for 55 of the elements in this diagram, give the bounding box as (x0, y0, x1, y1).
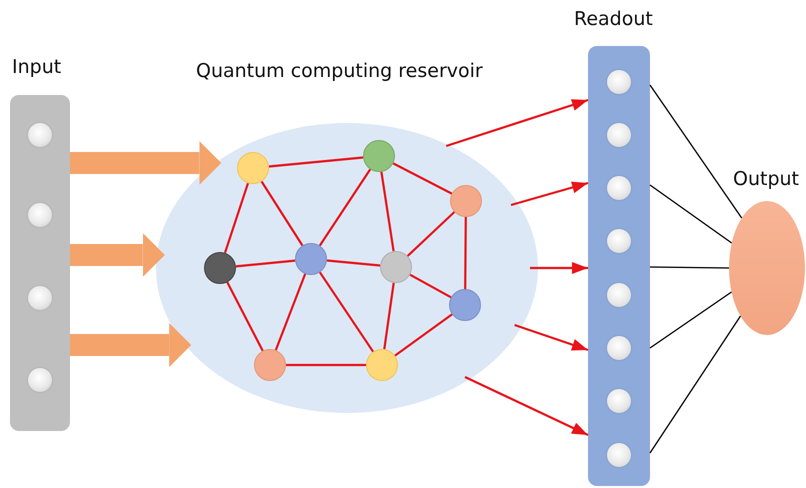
arrow (464, 376, 588, 436)
arrow (446, 98, 588, 148)
node-circle (607, 70, 631, 94)
connector-line (394, 314, 453, 356)
connector-line (464, 217, 467, 289)
connector-line (409, 274, 452, 298)
connector-line (226, 282, 264, 352)
node-circle (607, 176, 631, 200)
node-circle (254, 349, 286, 381)
node-circle (28, 203, 52, 227)
block-arrow (70, 141, 222, 185)
node-circle (449, 289, 481, 321)
node-circle (607, 443, 631, 467)
node-circle (380, 251, 412, 283)
connector-line (392, 162, 452, 195)
connector-line (649, 316, 742, 454)
connector-line (380, 172, 395, 252)
node-circle (295, 243, 327, 275)
node-circle (607, 229, 631, 253)
node-circle (204, 252, 236, 284)
connector-line (318, 168, 372, 246)
block-arrow (70, 323, 192, 367)
connector-line (318, 272, 374, 352)
node-circle (607, 389, 631, 413)
connector-line (650, 291, 732, 349)
connector-line (274, 274, 306, 350)
node-circle (28, 368, 52, 392)
connector-line (383, 282, 395, 350)
node-circle (607, 336, 631, 360)
connector-line (286, 364, 366, 366)
arrow (514, 324, 588, 352)
node-circle (607, 283, 631, 307)
arrow (530, 262, 588, 274)
connector-line (406, 211, 456, 257)
connector-line (260, 180, 304, 246)
node-circle (607, 123, 631, 147)
layer-title: Quantum computing reservoir (196, 60, 483, 82)
connector-line (268, 156, 364, 168)
connector-line (236, 260, 296, 268)
connector-line (649, 84, 742, 218)
connector-line (650, 266, 729, 269)
node-circle (28, 123, 52, 147)
layer-title: Output (733, 168, 799, 190)
layer-title: Input (12, 56, 62, 78)
connector-line (650, 184, 732, 244)
connector-line (224, 182, 250, 254)
node-circle (363, 140, 395, 172)
connector-line (326, 259, 380, 267)
node-circle (28, 286, 52, 310)
layer-title: Readout (574, 8, 653, 30)
node-circle (450, 185, 482, 217)
node-circle (237, 152, 269, 184)
arrow (510, 182, 588, 206)
block-arrow (70, 233, 165, 277)
node-circle (366, 349, 398, 381)
